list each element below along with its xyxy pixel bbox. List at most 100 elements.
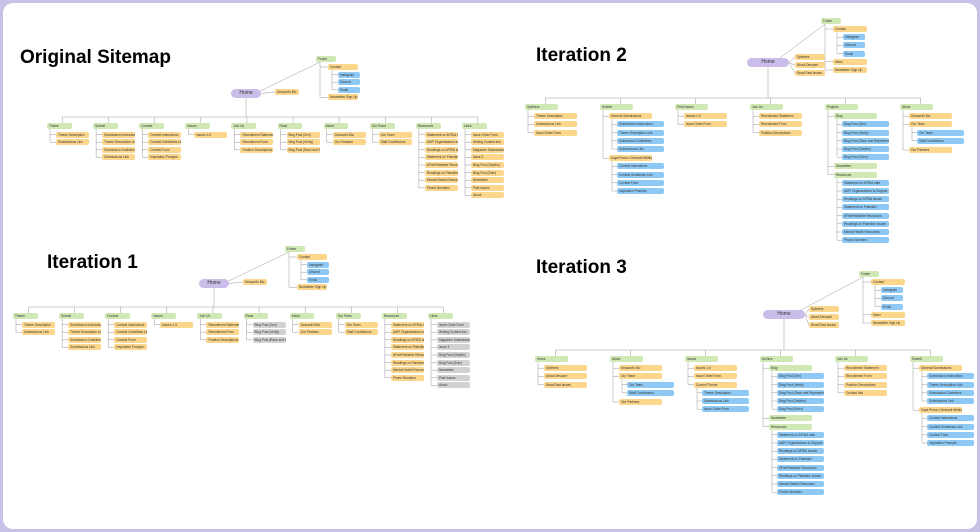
connector-line: [804, 314, 810, 318]
node-submissions-link: Submissions Link: [534, 121, 577, 128]
node-links: Links: [462, 123, 487, 129]
node-blog-post-enin: Blog Post (Enin): [471, 169, 504, 176]
node-resources: Resources: [381, 313, 407, 319]
node-issue-order-form: Issue Order Form: [471, 131, 504, 138]
node-footer: Footer: [821, 18, 841, 24]
connector-line: [804, 314, 810, 326]
node-our-team: Our Team: [917, 129, 964, 136]
node-blog-post-race-and-representation: Blog Post (Race and Representation): [842, 137, 889, 144]
node-splinters: Splinters: [809, 306, 839, 312]
node-our-partners: Our Partners: [909, 147, 952, 153]
node-newsletter-sign-up: Newsletter Sign Up: [328, 94, 358, 101]
node-current-theme: Current Theme: [694, 381, 737, 388]
home-node: Home: [747, 58, 789, 67]
node-newsletter: Newsletter: [471, 177, 504, 184]
node-issues: Issues: [185, 123, 211, 129]
node-general-submissions: General Submissions: [919, 365, 962, 372]
node-recruitment-form: Recruitment Form: [844, 373, 887, 380]
node-blog-post-echo: Blog Post (Echo): [777, 406, 824, 413]
node-blog-post-enin: Blog Post (Enin): [437, 359, 470, 366]
node-magazine-submission-form: Magazine Submission Form: [437, 336, 470, 343]
node-contest-form: Contest Form: [114, 336, 148, 343]
canvas: Original Sitemap Iteration 1 Iteration 2…: [3, 3, 977, 529]
node-theme-description: Theme Description: [22, 321, 55, 328]
node-discord: Discord: [881, 295, 903, 302]
node-staff-contributors: Staff Contributors: [627, 389, 674, 396]
node-recruitment-statement: Recruitment Statement: [844, 365, 887, 372]
node-discord: Discord: [307, 269, 329, 276]
node-issue-3: Issue 3: [437, 344, 470, 351]
node-staff-contributors: Staff Contributors: [917, 137, 964, 144]
node-theme-description: Theme Description: [534, 113, 577, 120]
node-contest-form: Contest Form: [617, 179, 664, 186]
node-blog-post-echo: Blog Post (Echo): [842, 154, 889, 161]
node-blog-post-zen: Blog Post (Zen): [252, 321, 286, 328]
node-issue-order-form: Issue Order Form: [702, 406, 749, 413]
node-mental-health-resources: Mental Health Resources: [777, 481, 824, 487]
node-our-partners: Our Partners: [332, 139, 366, 146]
node-theme: Theme: [47, 123, 72, 129]
node-staff-contributors: Staff Contributors: [378, 139, 412, 146]
node-our-team: Our Team: [335, 313, 361, 319]
node-submission-guidelines: Submission Guidelines: [68, 336, 102, 343]
node-read-past-issues: Read Past Issues: [809, 322, 839, 329]
node-resources: Resources: [769, 423, 812, 430]
node-mental-health-resources: Mental Health Resources: [424, 177, 458, 184]
node-phone-numbers: Phone Numbers: [777, 489, 824, 496]
node-blog-post-depths: Blog Post (Depths): [471, 162, 504, 168]
node-freepalestine-resources: #FreePalestine Resources: [842, 212, 889, 219]
node-our-team: Our Team: [344, 321, 378, 328]
node-phone-numbers: Phone Numbers: [390, 374, 424, 381]
node-blog-post-zen: Blog Post (Zen): [286, 131, 320, 138]
node-submission-guidelines: Submission Guidelines: [102, 146, 136, 153]
node-newsletter-sign-up: Newsletter Sign Up: [833, 67, 867, 73]
node-our-partners: Our Partners: [298, 329, 332, 336]
node-contact: Contact: [297, 254, 327, 260]
node-readings-on-apida-issues: Readings on APIDA Issues: [424, 146, 458, 153]
node-about: About: [289, 313, 315, 319]
node-theme-description: Theme Description: [56, 131, 89, 138]
node-submission-instructions: Submission Instructions: [102, 131, 136, 138]
node-join-us: Join Us: [197, 313, 223, 319]
node-magazine-submission-form: Magazine Submission Form: [471, 146, 504, 153]
node-submit: Submit: [93, 123, 118, 129]
node-theme-description-link: Theme Description Link: [927, 381, 974, 388]
node-blog-post-race-and-representation: Blog Post (Race and Representation): [252, 336, 286, 343]
node-general-submissions: General Submissions: [609, 113, 652, 120]
node-inspiration-prompts: Inspiration Prompts: [148, 154, 182, 161]
node-our-partners: Our Partners: [619, 399, 662, 405]
node-readings-on-palestine-issues: Readings on Palestine Issues: [777, 472, 824, 479]
node-splinters: Splinters: [544, 365, 587, 372]
node-theme-description-link: Theme Description Link: [617, 129, 664, 136]
node-newsletter-sign-up: Newsletter Sign Up: [297, 284, 327, 291]
node-recruitment-statement: Recruitment Statement: [206, 321, 240, 328]
node-footer: Footer: [285, 246, 305, 252]
node-resources: Resources: [834, 171, 877, 178]
node-home: Home: [535, 356, 568, 362]
node-newsletter: Newsletter: [834, 163, 877, 170]
node-issues-1-5: Issues 1-5: [194, 131, 228, 138]
node-issues-1-5: Issues 1-5: [684, 113, 727, 120]
connector-line: [788, 56, 796, 63]
node-blog-post-depths: Blog Post (Depths): [777, 398, 824, 404]
node-phone-numbers: Phone Numbers: [424, 184, 458, 191]
node-contact-info: Contact Info: [844, 389, 887, 396]
node-submission-instructions: Submission Instructions: [68, 321, 102, 328]
node-recruitment-statement: Recruitment Statement: [240, 131, 274, 138]
node-read-past-issues: Read Past Issues: [795, 70, 825, 77]
node-past-issues: Past Issues: [437, 374, 470, 381]
title-iteration-3: Iteration 3: [536, 257, 627, 278]
node-blog-post-race-and-representation: Blog Post (Race and Representation): [777, 389, 824, 396]
node-read: Read: [243, 313, 269, 319]
node-position-descriptions: Position Descriptions: [844, 381, 887, 388]
node-submit: Submit: [59, 313, 84, 319]
connectors: [49, 61, 478, 196]
node-issue-order-form: Issue Order Form: [684, 121, 727, 128]
node-our-team: Our Team: [627, 381, 674, 388]
node-kaya-press-x-descant-writing-contest: Kaya Press x Descant Writing Contest: [609, 155, 652, 162]
node-statement-on-palestine: Statement on Palestine: [390, 344, 424, 351]
node-contest-guidelines-link: Contest Guidelines Link: [114, 329, 148, 336]
node-inspiration-prompts: Inspiration Prompts: [114, 344, 148, 351]
connector-line: [260, 91, 276, 94]
